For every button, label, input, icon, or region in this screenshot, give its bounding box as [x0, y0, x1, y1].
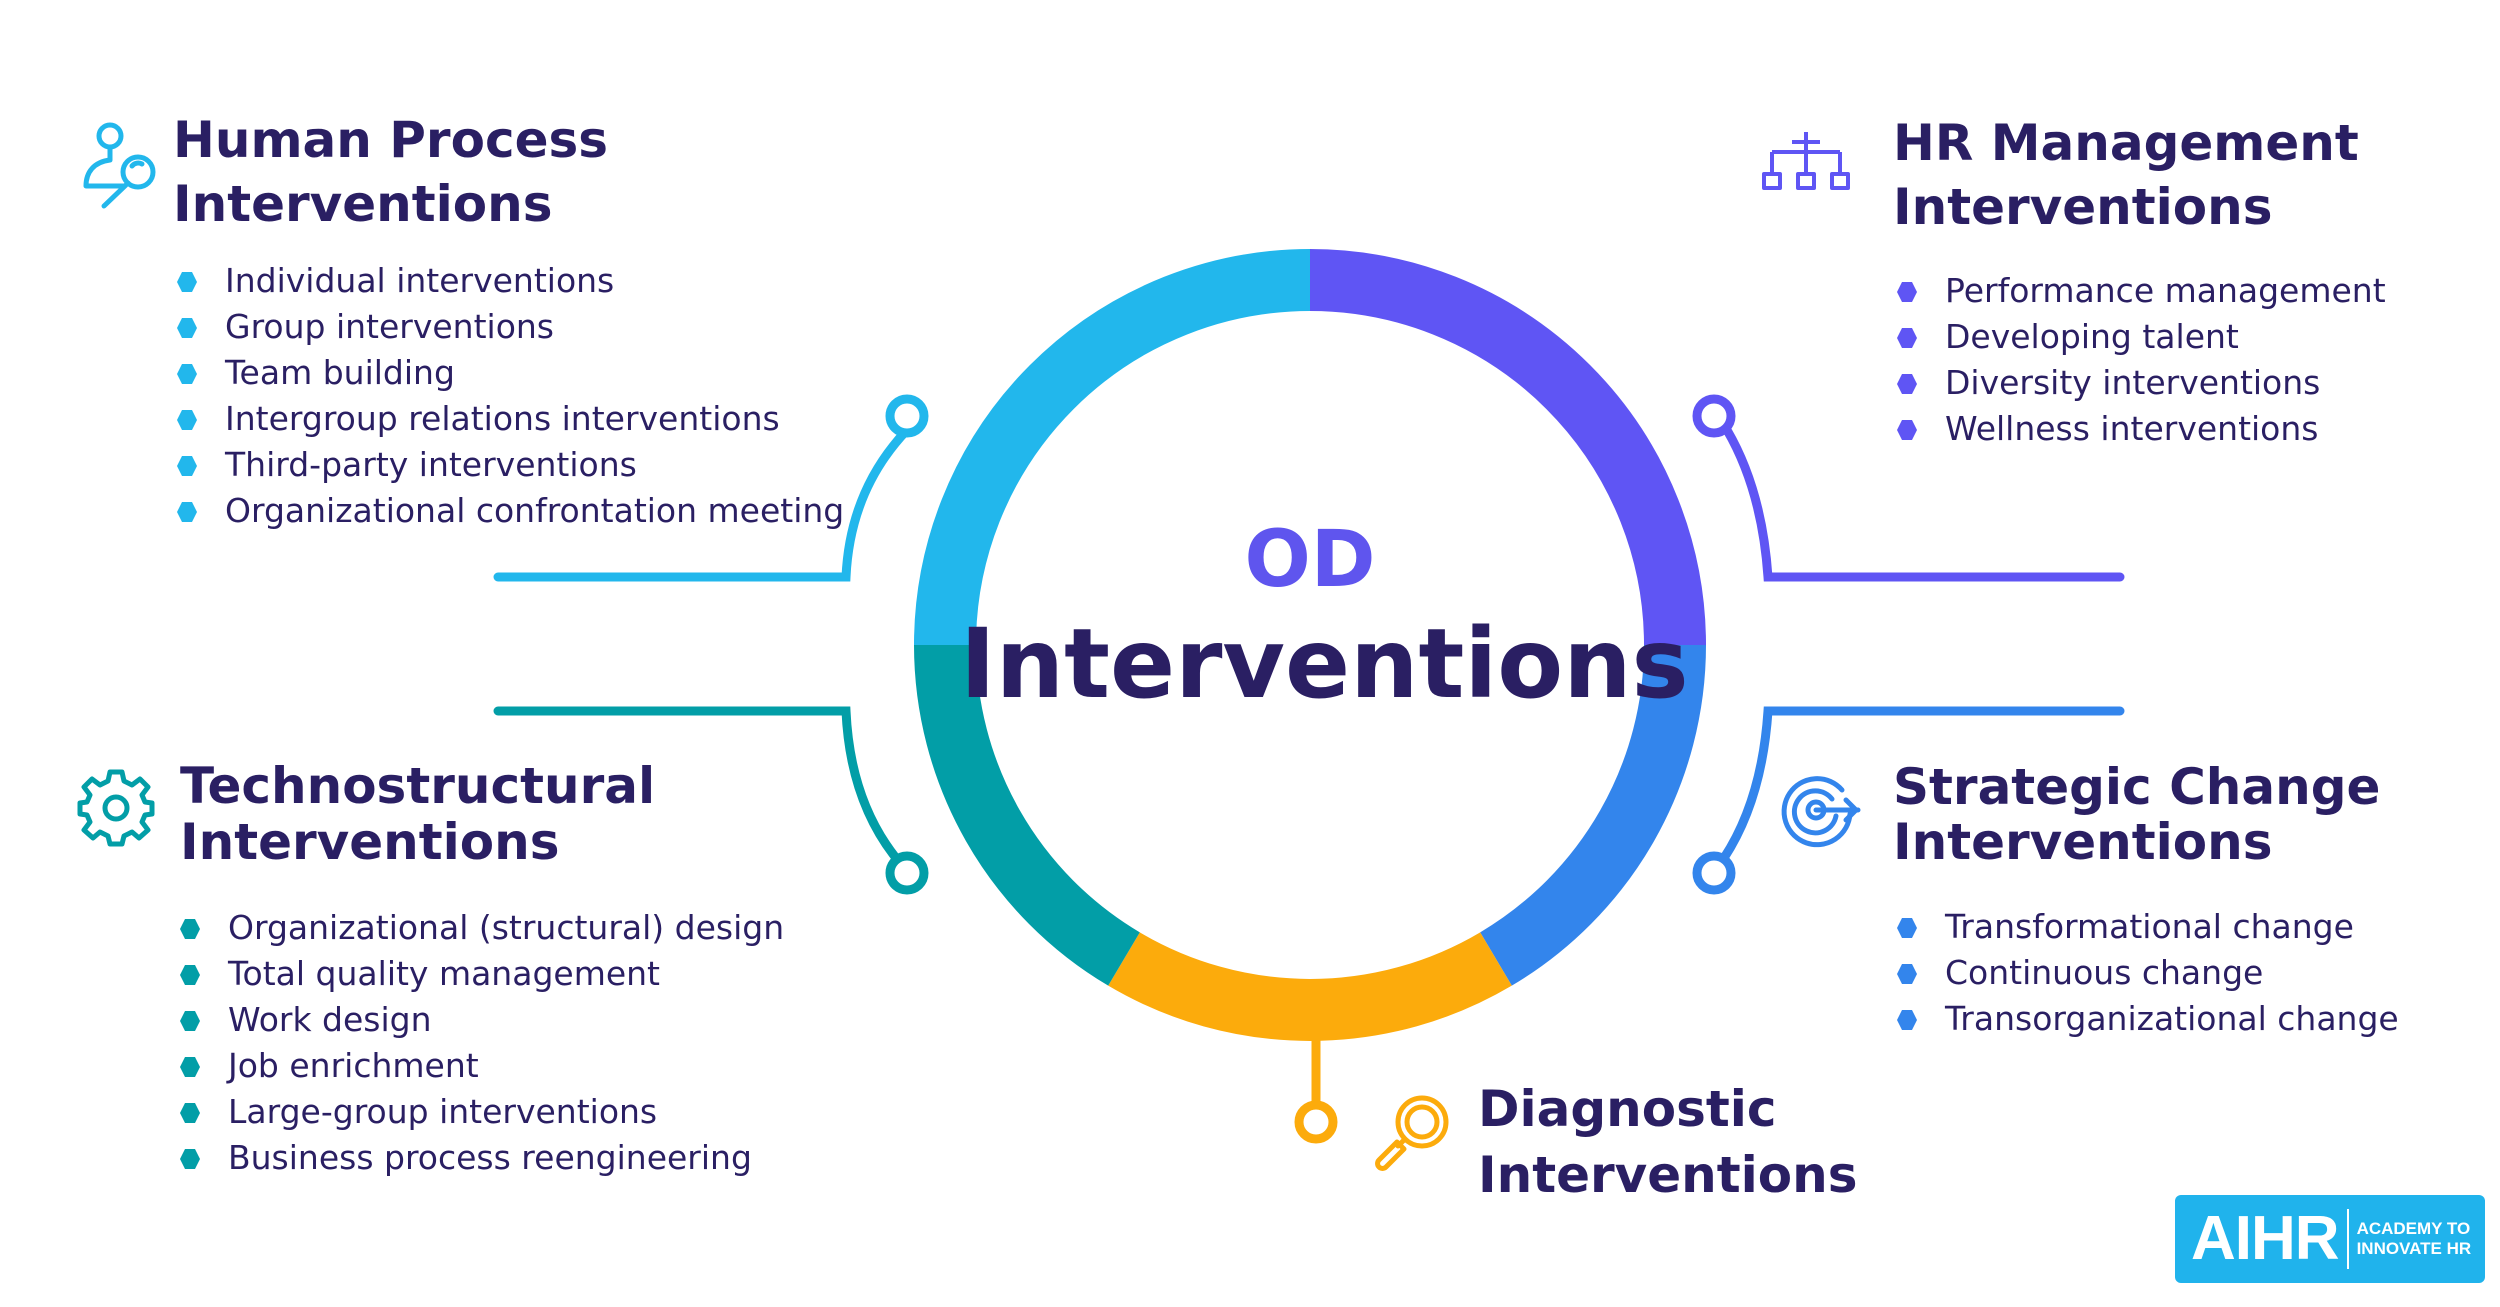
group-title-hr-management-line1: HR Management [1893, 114, 2359, 172]
ring-segment-strategic-change [1479, 644, 1706, 986]
list-hr-management: Performance management Developing talent… [1897, 268, 2386, 452]
group-title-strategic-change-line1: Strategic Change [1893, 758, 2381, 816]
list-human-process: Individual interventions Group intervent… [177, 258, 844, 534]
list-item: Transorganizational change [1897, 996, 2399, 1042]
list-item: Organizational (structural) design [180, 905, 784, 951]
list-strategic-change: Transformational change Continuous chang… [1897, 904, 2399, 1042]
list-item: Individual interventions [177, 258, 844, 304]
logo-divider [2346, 1209, 2349, 1269]
connector-node-strategic-change [1692, 851, 1736, 895]
connector-human-process [493, 425, 912, 582]
hexagon-bullet-icon [1897, 964, 1917, 984]
aihr-logo: AIHR ACADEMY TO INNOVATE HR [2175, 1195, 2485, 1283]
gear-icon [77, 769, 155, 847]
list-item: Job enrichment [180, 1043, 784, 1089]
hexagon-bullet-icon [180, 919, 200, 939]
hexagon-bullet-icon [177, 456, 197, 476]
hexagon-bullet-icon [180, 1057, 200, 1077]
list-technostructural: Organizational (structural) design Total… [180, 905, 784, 1181]
logo-mark: AIHR [2191, 1204, 2340, 1273]
center-title-od: OD [1244, 515, 1376, 605]
ring-segment-human-process [914, 249, 1311, 646]
hexagon-bullet-icon [180, 1149, 200, 1169]
list-item: Business process reengineering [180, 1135, 784, 1181]
ring-segment-diagnostic [1108, 932, 1512, 1041]
connector-node-technostructural [885, 851, 929, 895]
connector-strategic-change [1719, 706, 2125, 863]
group-title-technostructural-line2: Interventions [180, 813, 560, 871]
group-title-diagnostic-line1: Diagnostic [1478, 1080, 1777, 1138]
group-title-diagnostic-line2: Interventions [1478, 1146, 1858, 1204]
hexagon-bullet-icon [177, 410, 197, 430]
hexagon-bullet-icon [177, 364, 197, 384]
hexagon-bullet-icon [1897, 282, 1917, 302]
list-item: Team building [177, 350, 844, 396]
group-title-human-process-line2: Interventions [173, 175, 553, 233]
hexagon-bullet-icon [180, 1103, 200, 1123]
list-item: Organizational confrontation meeting [177, 488, 844, 534]
hexagon-bullet-icon [177, 272, 197, 292]
list-item: Performance management [1897, 268, 2386, 314]
group-title-human-process-line1: Human Process [173, 111, 609, 169]
magnifier-icon [1375, 1095, 1449, 1171]
list-item: Wellness interventions [1897, 406, 2386, 452]
person-magnifier-icon [83, 122, 156, 209]
list-item: Third-party interventions [177, 442, 844, 488]
group-title-hr-management-line2: Interventions [1893, 178, 2273, 236]
connector-node-diagnostic [1294, 1100, 1338, 1144]
list-item: Continuous change [1897, 950, 2399, 996]
connector-node-hr-management [1692, 394, 1736, 438]
hexagon-bullet-icon [1897, 918, 1917, 938]
list-item: Intergroup relations interventions [177, 396, 844, 442]
org-chart-icon [1762, 132, 1850, 190]
list-item: Total quality management [180, 951, 784, 997]
list-item: Large-group interventions [180, 1089, 784, 1135]
connector-hr-management [1722, 425, 2125, 582]
hexagon-bullet-icon [1897, 420, 1917, 440]
hexagon-bullet-icon [180, 1011, 200, 1031]
group-title-technostructural-line1: Technostructural [180, 757, 656, 815]
list-item: Developing talent [1897, 314, 2386, 360]
hexagon-bullet-icon [1897, 374, 1917, 394]
hexagon-bullet-icon [1897, 328, 1917, 348]
logo-tagline: ACADEMY TO INNOVATE HR [2356, 1219, 2472, 1258]
hexagon-bullet-icon [177, 318, 197, 338]
hexagon-bullet-icon [177, 502, 197, 522]
hexagon-bullet-icon [1897, 1010, 1917, 1030]
center-title-interventions: Interventions [960, 608, 1689, 720]
group-title-strategic-change-line2: Interventions [1893, 813, 2273, 871]
hexagon-bullet-icon [180, 965, 200, 985]
list-item: Diversity interventions [1897, 360, 2386, 406]
list-item: Group interventions [177, 304, 844, 350]
connector-technostructural [493, 706, 901, 863]
target-arrow-icon [1781, 776, 1861, 848]
connector-node-human-process [885, 394, 929, 438]
ring-segment-technostructural [914, 644, 1141, 986]
ring-segment-hr-management [1309, 249, 1706, 646]
list-item: Transformational change [1897, 904, 2399, 950]
list-item: Work design [180, 997, 784, 1043]
ring [914, 249, 1706, 1041]
